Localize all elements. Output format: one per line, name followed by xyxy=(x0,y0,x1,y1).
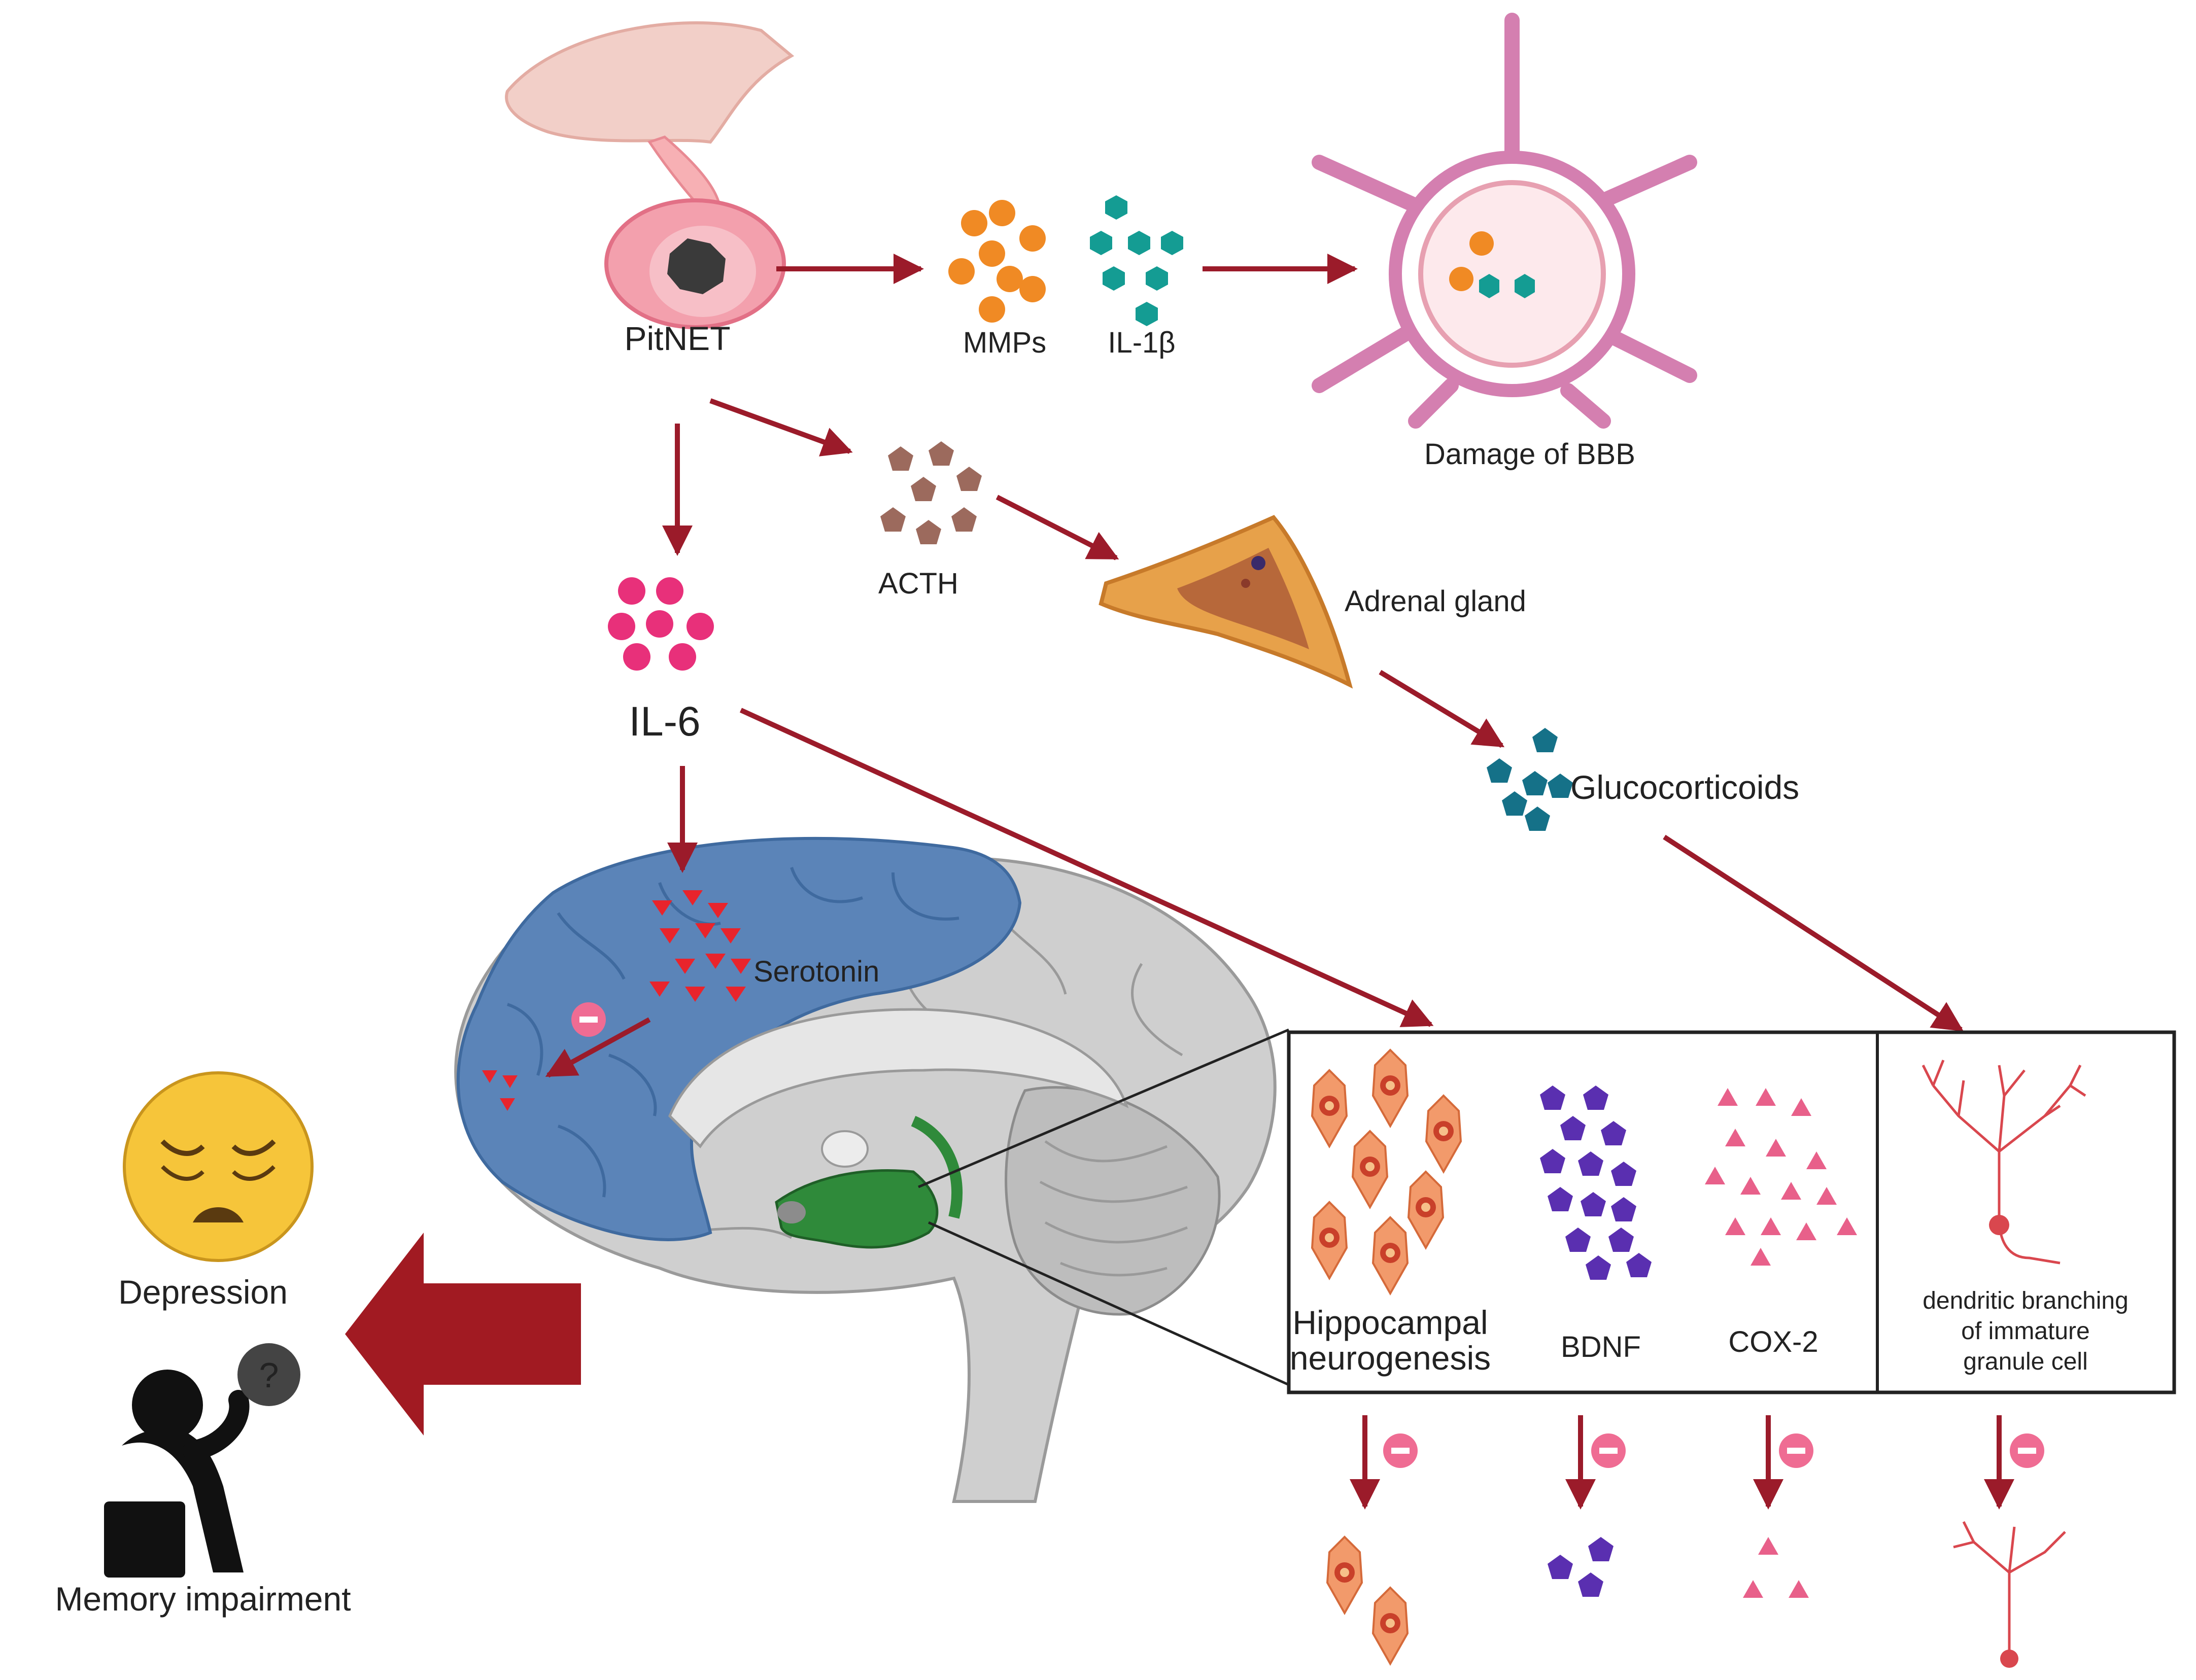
serotonin-label: Serotonin xyxy=(753,955,879,988)
il6-label: IL-6 xyxy=(629,698,700,745)
hippocampal-label-1: Hippocampal xyxy=(1292,1304,1488,1341)
acth-label: ACTH xyxy=(878,567,958,600)
serotonin-cluster xyxy=(482,890,751,1111)
blood-vessel-icon xyxy=(1312,13,1697,429)
bdnf-label: BDNF xyxy=(1561,1331,1641,1363)
brain-icon xyxy=(454,836,1277,1503)
il6-cluster xyxy=(608,577,714,671)
dendritic-label-2: of immature xyxy=(1961,1318,2089,1345)
sad-face-icon xyxy=(123,1071,314,1262)
mmps-label: MMPs xyxy=(963,326,1046,359)
depression-label: Depression xyxy=(118,1273,288,1311)
reduced-bdnf xyxy=(1548,1537,1614,1597)
adrenal-gland-icon xyxy=(1099,515,1353,689)
adrenal-label: Adrenal gland xyxy=(1345,585,1526,618)
dendritic-neuron-icon xyxy=(1922,1060,2086,1265)
inhibition-icon xyxy=(2010,1433,2044,1468)
acth-cluster xyxy=(880,441,982,544)
inhibition-icon xyxy=(1779,1433,1813,1468)
glucocorticoids-label: Glucocorticoids xyxy=(1570,768,1799,806)
question-mark: ? xyxy=(259,1355,279,1395)
memory-label: Memory impairment xyxy=(55,1580,351,1618)
cox2-cluster xyxy=(1705,1088,1857,1266)
bdnf-cluster xyxy=(1540,1086,1652,1280)
thinking-person-icon: ? xyxy=(104,1343,300,1578)
inhibition-icon xyxy=(1383,1433,1418,1468)
reduced-neurons xyxy=(1326,1536,1409,1665)
bbb-label: Damage of BBB xyxy=(1424,438,1635,471)
inhibition-arrows xyxy=(1350,1415,2014,1510)
hippocampal-label-2: neurogenesis xyxy=(1290,1339,1491,1377)
mmps-cluster xyxy=(948,200,1046,323)
pituitary-tumor-icon xyxy=(505,21,795,329)
pathway-arrows xyxy=(662,254,1964,1032)
il1b-label: IL-1β xyxy=(1108,326,1175,359)
big-arrow xyxy=(345,1233,581,1436)
cox2-label: COX-2 xyxy=(1728,1325,1818,1358)
glucocorticoids-cluster xyxy=(1487,728,1573,831)
dendritic-label-1: dendritic branching xyxy=(1923,1287,2129,1314)
il1b-cluster xyxy=(1090,195,1183,326)
pitnet-label: PitNET xyxy=(624,320,730,357)
inhibition-icon xyxy=(571,1002,606,1037)
dendritic-label-3: granule cell xyxy=(1963,1348,2087,1375)
reduced-dendrite xyxy=(1953,1521,2066,1654)
inhibition-icon xyxy=(1591,1433,1626,1468)
reduced-cox2 xyxy=(1743,1537,1809,1598)
